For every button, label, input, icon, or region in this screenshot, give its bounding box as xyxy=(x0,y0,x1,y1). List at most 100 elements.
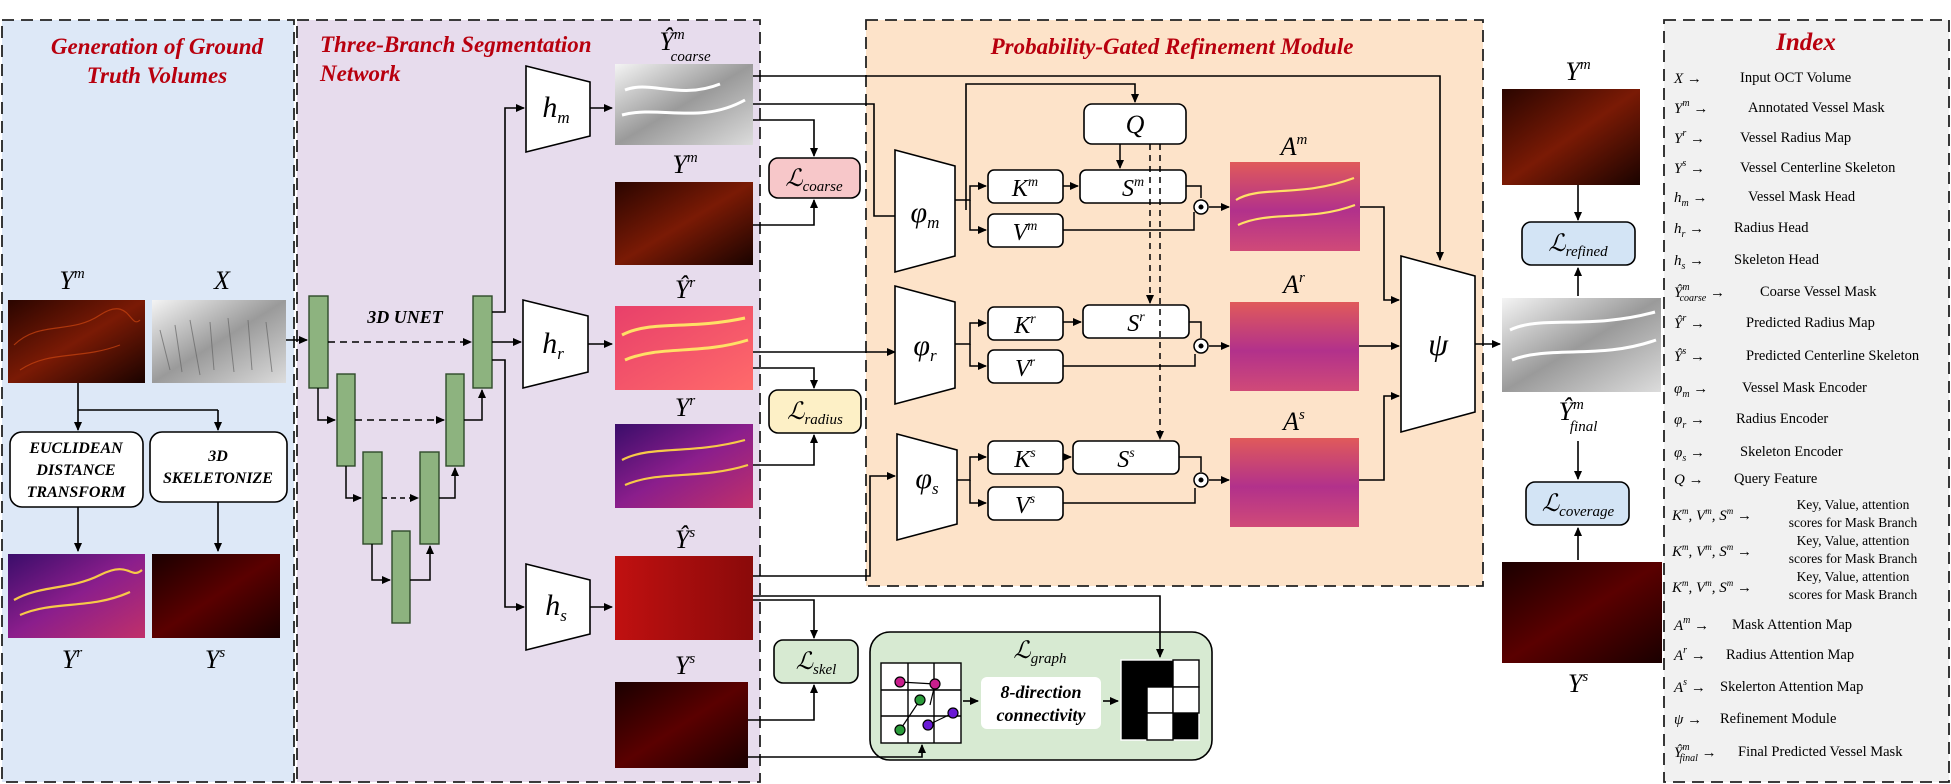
loss-connections xyxy=(748,119,818,721)
edt-box xyxy=(9,431,144,508)
image-Ys-gt xyxy=(152,554,280,638)
image-Yhat-r xyxy=(615,306,753,390)
svg-text:Skelerton Attention Map: Skelerton Attention Map xyxy=(1720,679,1863,695)
svg-text:Key, Value, attention: Key, Value, attention xyxy=(1797,533,1910,548)
svg-text:scores for Mask Branch: scores for Mask Branch xyxy=(1789,551,1918,566)
radius-pred-texture xyxy=(621,316,749,362)
label-Q: Q xyxy=(1126,110,1145,139)
radius-gt-texture xyxy=(621,438,749,487)
svg-text:Skeleton Encoder: Skeleton Encoder xyxy=(1740,444,1843,460)
loss-graph-label: ℒgraph xyxy=(1013,638,1066,667)
encoder-phim xyxy=(894,148,956,274)
index-title: Index xyxy=(1775,29,1836,56)
oct-texture xyxy=(159,317,273,376)
ground-truth-panel xyxy=(1,19,295,783)
svg-text:Coarse Vessel Mask: Coarse Vessel Mask xyxy=(1760,284,1877,300)
svg-text:Vessel Mask Encoder: Vessel Mask Encoder xyxy=(1742,380,1867,396)
odot-ops xyxy=(1193,199,1209,488)
unet-connections xyxy=(317,338,486,584)
svg-text:Radius Head: Radius Head xyxy=(1734,220,1809,236)
svg-text:Refinement Module: Refinement Module xyxy=(1720,711,1836,727)
image-Yhat-coarse xyxy=(615,64,753,145)
coarse-texture xyxy=(621,82,746,117)
svg-text:Final Predicted Vessel Mask: Final Predicted Vessel Mask xyxy=(1738,744,1903,760)
image-Yhat-s xyxy=(615,556,753,640)
svg-text:Ys →: Ys → xyxy=(1674,158,1705,177)
gt-title-line1: Generation of Ground xyxy=(51,34,264,59)
index-list: X → Input OCT Volume Ym → Annotated Vessel… xyxy=(1671,70,1920,764)
svg-text:Key, Value, attention: Key, Value, attention xyxy=(1797,497,1910,512)
label-Vm: Vm xyxy=(1013,219,1038,246)
loss-coverage-box xyxy=(1525,481,1630,526)
skel-line2: SKELETONIZE xyxy=(163,470,273,487)
index-panel xyxy=(1663,19,1950,783)
svg-text:φs →: φs → xyxy=(1674,445,1705,464)
svg-text:Skeleton Head: Skeleton Head xyxy=(1734,252,1820,268)
radius-texture xyxy=(13,568,143,617)
image-As xyxy=(1230,438,1359,527)
skel-line1: 3D xyxy=(207,448,228,465)
svg-text:Vessel Centerline Skeleton: Vessel Centerline Skeleton xyxy=(1740,160,1896,176)
vessel-texture xyxy=(13,308,141,371)
svg-text:Predicted Radius Map: Predicted Radius Map xyxy=(1746,315,1875,331)
label-X: X xyxy=(213,266,231,295)
image-Ym-seg xyxy=(615,182,753,265)
final-texture xyxy=(1509,310,1657,362)
refinement-psi xyxy=(1400,254,1476,434)
connectivity-box xyxy=(981,677,1101,729)
head-hr xyxy=(522,298,589,390)
refine-title: Probability-Gated Refinement Module xyxy=(990,34,1354,59)
head-hm xyxy=(525,64,591,154)
svg-text:Input OCT Volume: Input OCT Volume xyxy=(1740,70,1851,86)
encoder-phir xyxy=(894,284,956,406)
svg-text:Annotated Vessel Mask: Annotated Vessel Mask xyxy=(1748,100,1885,116)
unet-to-heads xyxy=(492,104,525,611)
connectivity-line1: 8-direction xyxy=(1001,682,1082,702)
edt-line2: DISTANCE xyxy=(35,462,115,479)
svg-text:Yr →: Yr → xyxy=(1674,128,1705,147)
svg-text:Key, Value, attention: Key, Value, attention xyxy=(1797,569,1910,584)
image-Ys-seg xyxy=(615,682,748,768)
svg-text:Q →: Q → xyxy=(1674,472,1704,488)
loss-radius-box xyxy=(768,389,862,434)
connector xyxy=(965,83,1139,210)
head-hs xyxy=(525,562,591,652)
svg-text:Vessel Mask Head: Vessel Mask Head xyxy=(1748,189,1856,205)
attention-texture-m xyxy=(1235,176,1356,226)
svg-text:Radius Attention Map: Radius Attention Map xyxy=(1726,647,1854,663)
svg-text:Am →: Am → xyxy=(1673,615,1709,634)
seg-title-line2: Network xyxy=(319,61,401,86)
image-Yr-gt xyxy=(8,554,145,638)
svg-text:As →: As → xyxy=(1673,677,1706,696)
loss-refined-box xyxy=(1521,221,1636,266)
image-Ym-out xyxy=(1502,89,1640,185)
query-box xyxy=(1083,103,1187,145)
svg-text:ψ →: ψ → xyxy=(1674,712,1702,728)
label-Ym-seg: Ym xyxy=(672,150,697,179)
image-X xyxy=(152,300,286,383)
image-Ar xyxy=(1230,302,1359,391)
unet-label: 3D UNET xyxy=(366,307,444,327)
svg-text:scores for Mask Branch: scores for Mask Branch xyxy=(1789,587,1918,602)
svg-text:Vessel Radius Map: Vessel Radius Map xyxy=(1740,130,1851,146)
image-Yr-seg xyxy=(615,424,753,508)
label-Ys-out: Ys xyxy=(1568,669,1588,698)
svg-text:Ym →: Ym → xyxy=(1674,98,1708,117)
graph-nodes xyxy=(894,676,959,736)
skeletonize-box xyxy=(149,431,288,503)
graph-connections xyxy=(748,595,1164,758)
svg-text:Query Feature: Query Feature xyxy=(1734,471,1817,487)
edt-line1: EUCLIDEAN xyxy=(28,440,124,457)
connectivity-pattern xyxy=(1120,659,1200,741)
svg-text:scores for Mask Branch: scores for Mask Branch xyxy=(1789,515,1918,530)
svg-text:Ŷs →: Ŷs → xyxy=(1674,346,1705,365)
image-Ym-gt xyxy=(8,300,145,383)
gt-title-line2: Truth Volumes xyxy=(87,63,227,88)
connectivity-line2: connectivity xyxy=(997,705,1087,725)
svg-text:Ar →: Ar → xyxy=(1673,645,1706,664)
refine-inputs xyxy=(753,75,1444,577)
label-psi: ψ xyxy=(1428,326,1449,362)
svg-text:X →: X → xyxy=(1673,71,1702,87)
